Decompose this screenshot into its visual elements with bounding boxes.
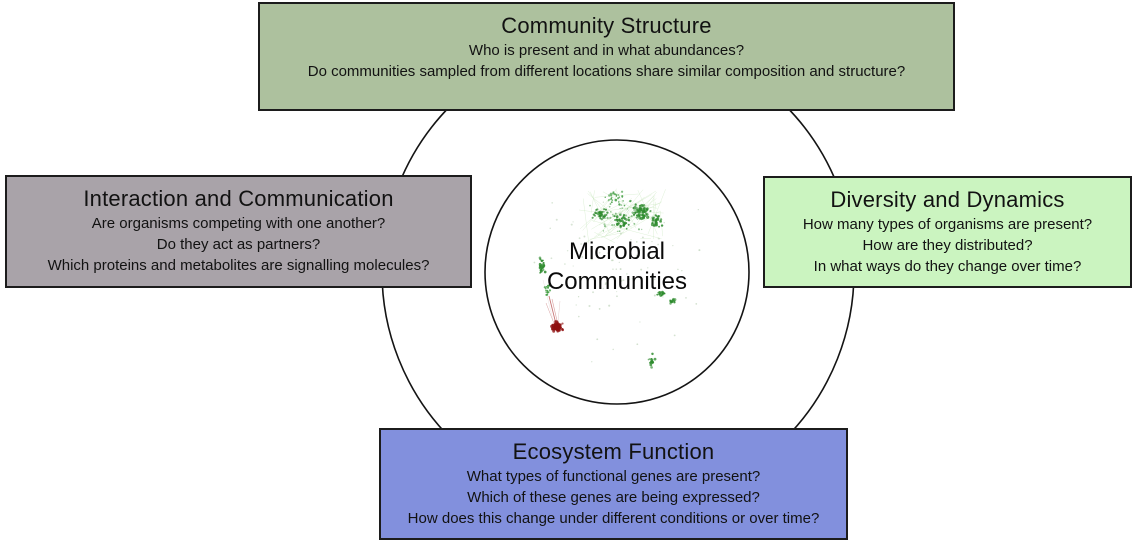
center-hub-label: Microbial Communities (467, 237, 767, 297)
question-box-right: Diversity and Dynamics How many types of… (763, 176, 1132, 288)
box-left-title: Interaction and Communication (83, 186, 394, 211)
box-right-title: Diversity and Dynamics (830, 187, 1065, 212)
center-hub-line1: Microbial (568, 238, 666, 265)
box-right-line: In what ways do they change over time? (813, 258, 1082, 275)
box-left-line: Which proteins and metabolites are signa… (47, 257, 430, 274)
question-box-bottom: Ecosystem Function What types of functio… (379, 428, 848, 540)
box-left-line: Are organisms competing with one another… (91, 215, 386, 232)
box-bottom-line: What types of functional genes are prese… (466, 468, 761, 485)
question-box-top: Community Structure Who is present and i… (258, 2, 955, 111)
box-bottom-title: Ecosystem Function (512, 439, 715, 464)
box-top-line: Do communities sampled from different lo… (307, 63, 906, 80)
box-top-title: Community Structure (501, 13, 712, 38)
box-top-line: Who is present and in what abundances? (468, 42, 745, 59)
question-box-left: Interaction and Communication Are organi… (5, 175, 472, 288)
center-hub-line2: Communities (546, 268, 688, 295)
box-bottom-line: Which of these genes are being expressed… (467, 489, 760, 506)
box-right-line: How are they distributed? (862, 237, 1033, 254)
box-left-line: Do they act as partners? (156, 236, 321, 253)
box-bottom-line: How does this change under different con… (407, 510, 820, 527)
box-right-line: How many types of organisms are present? (802, 216, 1093, 233)
